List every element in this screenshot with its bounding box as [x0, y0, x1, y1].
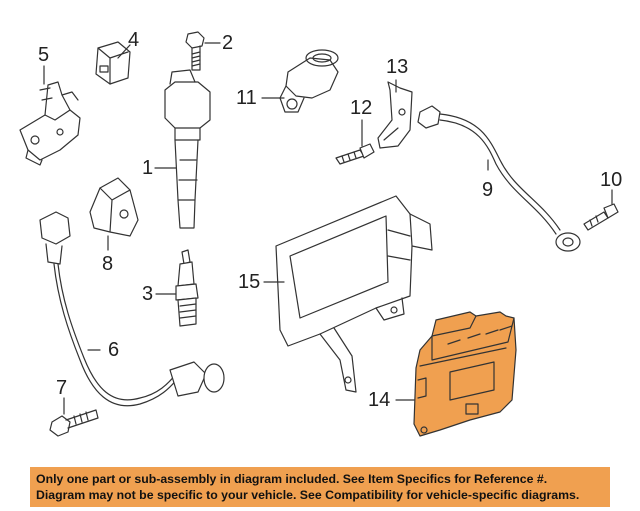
part-5-bracket: [19, 81, 81, 166]
part-3-spark-plug: [175, 249, 199, 327]
callout-6: 6: [108, 339, 120, 361]
part-13-bracket: [377, 81, 413, 149]
part-1-ignition-coil: [164, 69, 211, 229]
callout-10: 10: [600, 169, 623, 191]
callout-8: 8: [102, 253, 114, 275]
callout-11: 11: [236, 87, 257, 109]
callout-13: 13: [386, 56, 409, 78]
leader-4: [117, 44, 131, 59]
callout-5: 5: [38, 44, 50, 66]
callout-14: 14: [368, 389, 391, 411]
parts-diagram: [19, 31, 619, 437]
callout-3: 3: [142, 283, 154, 305]
part-14-ecu: [413, 311, 517, 437]
disclaimer-line-1: Only one part or sub-assembly in diagram…: [36, 472, 548, 486]
part-15-ecu-bracket: [275, 195, 433, 393]
part-2-bolt: [185, 31, 205, 71]
part-8-shield: [89, 177, 139, 237]
part-6-o2-sensor: [39, 211, 225, 407]
part-11-sensor: [279, 49, 339, 113]
part-10-bolt: [583, 203, 619, 231]
part-12-bolt: [335, 143, 375, 165]
callout-15: 15: [238, 271, 261, 293]
part-4-sensor: [95, 41, 131, 85]
callout-2: 2: [222, 32, 234, 54]
part-7-bolt: [49, 409, 99, 437]
callout-12: 12: [350, 97, 373, 119]
disclaimer-banner: Only one part or sub-assembly in diagram…: [30, 467, 610, 507]
callout-4: 4: [128, 29, 140, 51]
part-9-knock-sensor: [417, 105, 581, 252]
callout-1: 1: [142, 157, 154, 179]
disclaimer-line-2: Diagram may not be specific to your vehi…: [36, 488, 580, 502]
callout-7: 7: [56, 377, 68, 399]
callout-9: 9: [482, 179, 494, 201]
